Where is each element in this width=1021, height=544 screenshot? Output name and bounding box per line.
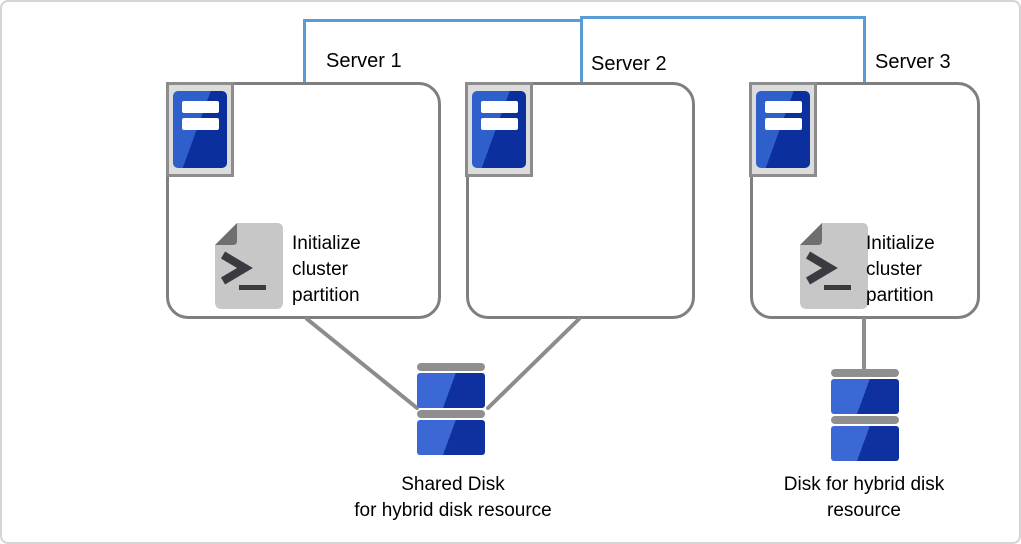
script-icon: [800, 223, 868, 309]
server-tower: [173, 91, 227, 168]
server-tower: [756, 91, 810, 168]
folded-corner: [215, 223, 237, 245]
server-slot: [182, 101, 219, 113]
server-icon: [465, 82, 533, 177]
server3-label: Server 3: [875, 51, 951, 73]
connector-server1-shared-disk: [305, 317, 419, 410]
folded-corner: [800, 223, 822, 245]
prompt-underscore: [239, 285, 266, 290]
shared-disk-label-line2: for hybrid disk resource: [354, 500, 552, 521]
server-icon: [749, 82, 817, 177]
interconnect-drop-server2: [580, 16, 583, 83]
script-icon: [215, 223, 283, 309]
shared-disk-icon: [417, 363, 485, 455]
prompt-underscore: [824, 285, 851, 290]
server1-label: Server 1: [326, 50, 402, 72]
shared-disk-label: Shared Disk for hybrid disk resource: [293, 472, 613, 524]
interconnect-drop-server1: [303, 19, 306, 83]
interconnect-line: [303, 19, 582, 22]
server-slot: [765, 101, 802, 113]
interconnect-drop-server3: [863, 16, 866, 83]
hybrid-disk-icon: [831, 369, 899, 461]
hybrid-disk-label-line2: resource: [827, 500, 901, 521]
server-slot: [481, 118, 518, 130]
server-slot: [481, 101, 518, 113]
hybrid-disk-label-line1: Disk for hybrid disk: [783, 474, 945, 495]
disk-platter: [417, 373, 485, 408]
server-slot: [765, 118, 802, 130]
disk-platter: [831, 379, 899, 414]
hybrid-disk-label: Disk for hybrid disk resource: [704, 472, 1019, 524]
disk-cap: [417, 410, 485, 418]
disk-platter: [831, 426, 899, 461]
disk-platter: [417, 420, 485, 455]
disk-cap: [831, 369, 899, 377]
prompt-chevron: [220, 251, 253, 285]
server-tower: [472, 91, 526, 168]
connector-server2-shared-disk: [486, 317, 581, 410]
interconnect-line: [580, 16, 866, 19]
script-note: Initialize cluster partition: [866, 233, 935, 306]
prompt-chevron: [805, 251, 838, 285]
shared-disk-label-line1: Shared Disk: [401, 474, 505, 495]
script-note: Initialize cluster partition: [292, 233, 361, 306]
server-slot: [182, 118, 219, 130]
disk-cap: [831, 416, 899, 424]
server-icon: [166, 82, 234, 177]
disk-cap: [417, 363, 485, 371]
server2-label: Server 2: [591, 53, 667, 75]
